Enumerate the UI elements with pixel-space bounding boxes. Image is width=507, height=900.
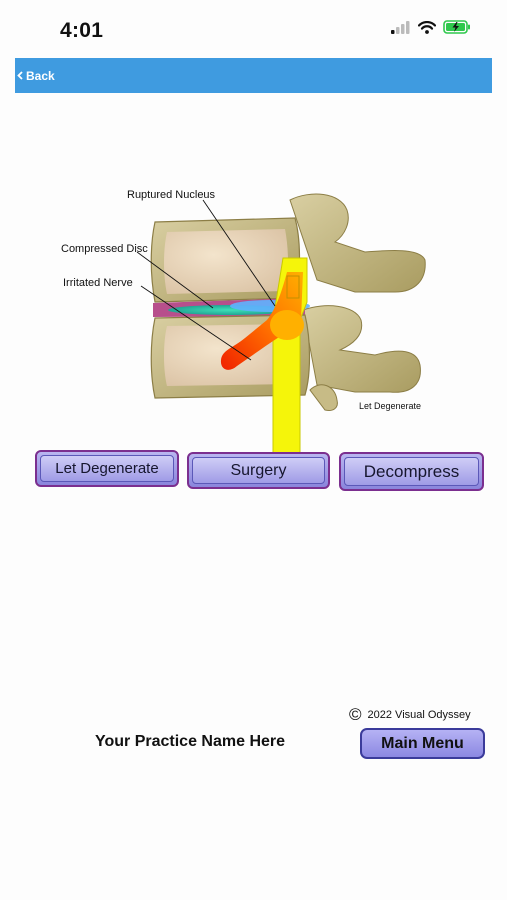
copyright: © 2022 Visual Odyssey [349,705,471,725]
let-degenerate-button-face: Let Degenerate [40,455,174,482]
main-menu-label: Main Menu [381,734,464,752]
main-menu-button[interactable]: Main Menu [360,728,485,759]
battery-charging-icon [443,20,470,34]
wifi-icon [418,20,436,34]
label-compressed-disc: Compressed Disc [61,243,148,255]
navigation-bar: Back [15,58,492,93]
let-degenerate-label: Let Degenerate [55,460,159,477]
status-bar: 4:01 [0,0,507,58]
decompress-button[interactable]: Decompress [339,452,484,491]
illustration-caption: Let Degenerate [359,401,421,411]
surgery-button[interactable]: Surgery [187,452,330,489]
let-degenerate-button[interactable]: Let Degenerate [35,450,179,487]
chevron-left-icon [17,71,23,80]
label-irritated-nerve: Irritated Nerve [63,277,133,289]
spinous-processes [289,193,426,411]
status-icons [391,20,471,34]
decompress-label: Decompress [363,461,460,481]
cellular-signal-icon [391,20,410,34]
label-ruptured-nucleus: Ruptured Nucleus [127,189,216,201]
copyright-text: 2022 Visual Odyssey [367,709,471,721]
compressed-disc [153,298,310,317]
copyright-icon: © [349,705,362,724]
back-label: Back [26,68,55,83]
decompress-button-face: Decompress [344,457,479,486]
surgery-button-face: Surgery [192,457,325,484]
upper-vertebra [150,217,301,303]
practice-name: Your Practice Name Here [95,733,286,750]
surgery-label: Surgery [230,461,287,479]
back-button[interactable]: Back [17,58,55,93]
spine-illustration: Ruptured Nucleus Compressed Disc Irritat… [61,189,426,455]
label-leader-lines [136,199,276,361]
irritated-nerve [220,272,304,370]
status-time: 4:01 [60,19,104,42]
